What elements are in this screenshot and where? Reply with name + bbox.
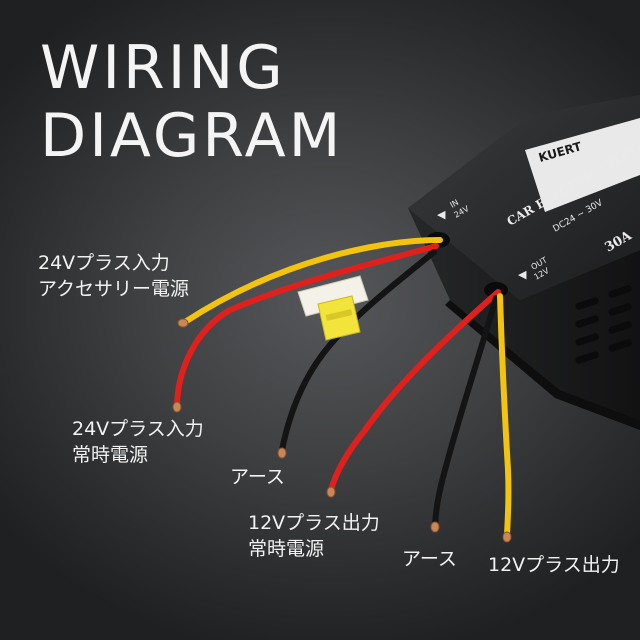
wire-tips <box>172 318 512 543</box>
label-input-constant: 24Vプラス入力 常時電源 <box>72 416 204 468</box>
label-output-constant-line1: 12Vプラス出力 <box>248 512 380 534</box>
label-input-constant-line2: 常時電源 <box>72 444 149 466</box>
label-input-accessory-line1: 24Vプラス入力 <box>38 252 170 274</box>
converter-vents <box>575 285 632 364</box>
title-line-1: WIRING <box>40 33 286 103</box>
tip-output-constant <box>326 486 336 498</box>
label-input-accessory-line2: アクセサリー電源 <box>38 278 190 300</box>
tip-output-plus <box>502 531 512 543</box>
in-port-arrow: ◀ <box>437 208 446 221</box>
label-input-accessory: 24Vプラス入力 アクセサリー電源 <box>38 250 189 302</box>
tip-input-accessory <box>177 318 189 328</box>
out-port-arrow: ◀ <box>518 268 527 281</box>
tip-input-constant <box>172 401 182 413</box>
label-input-constant-line1: 24Vプラス入力 <box>72 418 204 440</box>
tip-ground-left <box>277 447 287 459</box>
title-line-2: DIAGRAM <box>40 101 344 171</box>
label-output-plus: 12Vプラス出力 <box>488 554 620 576</box>
wire-red-input-constant <box>174 243 439 408</box>
tip-ground-right <box>430 521 440 533</box>
in-port-label: IN <box>449 198 461 210</box>
wire-red-output-constant <box>328 289 501 493</box>
wires <box>174 237 512 538</box>
converter-box: KUERT CAR ELECTRIC CONVERTER DC24 ~ 30V … <box>408 95 640 430</box>
label-output-constant: 12Vプラス出力 常時電源 <box>248 510 380 562</box>
label-ground-right: アース <box>402 548 457 570</box>
label-ground-left: アース <box>230 466 285 488</box>
label-output-constant-line2: 常時電源 <box>248 538 325 560</box>
converter-label-plate <box>525 118 640 212</box>
wire-black-ground-right <box>432 295 499 528</box>
wire-yellow-output-plus <box>497 293 512 538</box>
wire-black-ground-left <box>279 249 437 453</box>
wire-yellow-input-accessory <box>182 237 443 325</box>
converter-front-face <box>408 208 640 420</box>
converter-mounting-flange <box>445 300 640 430</box>
fuse-holder <box>297 275 369 341</box>
